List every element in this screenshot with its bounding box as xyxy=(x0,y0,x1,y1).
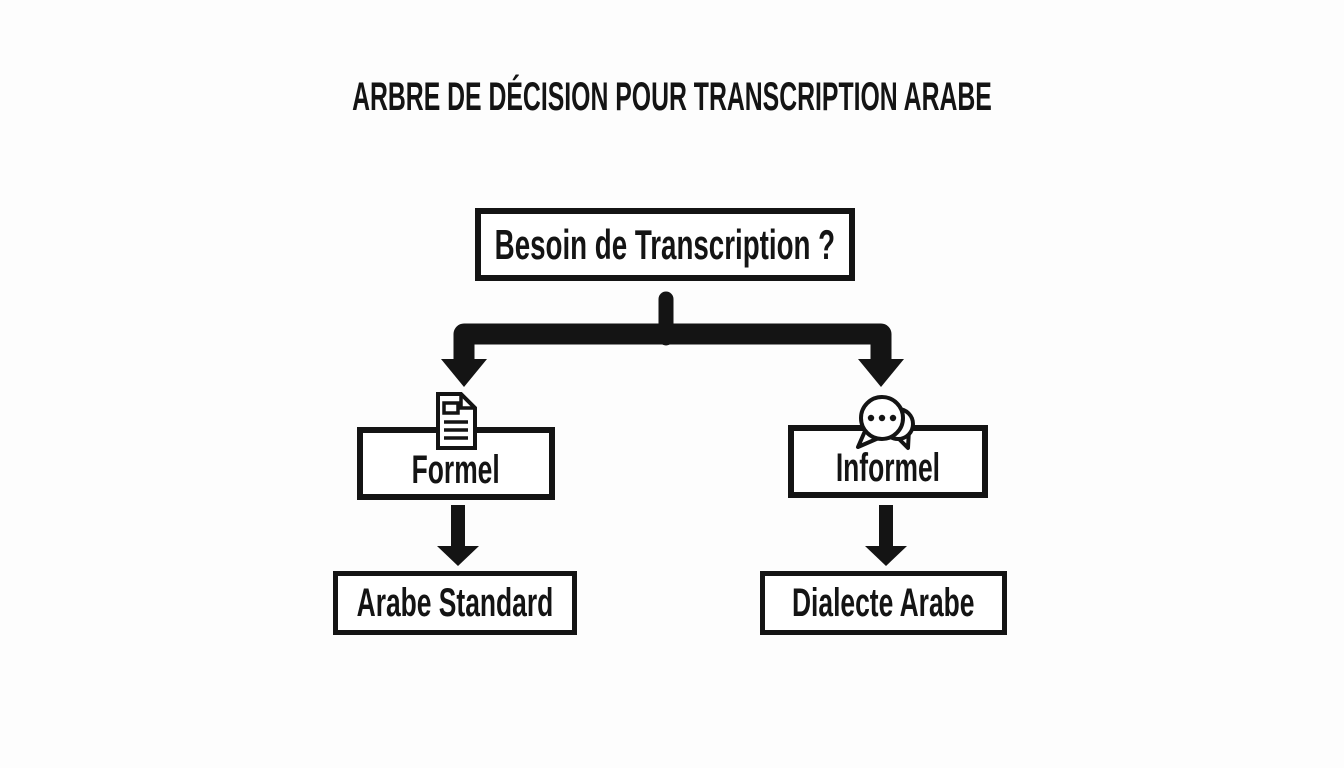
result-dialecte-arabe-label: Dialecte Arabe xyxy=(792,581,975,625)
document-icon xyxy=(436,392,477,450)
down-arrow-formel-icon xyxy=(437,505,479,566)
result-dialecte-arabe: Dialecte Arabe xyxy=(760,571,1007,635)
node-formel-label: Formel xyxy=(411,447,501,492)
result-arabe-standard: Arabe Standard xyxy=(333,571,577,635)
branch-connector-arrows xyxy=(441,291,904,387)
node-informel-label: Informel xyxy=(835,445,941,490)
root-question-label: Besoin de Transcription ? xyxy=(494,220,836,268)
page-title-text: ARBRE DE DÉCISION POUR TRANSCRIPTION ARA… xyxy=(352,75,992,119)
down-arrow-informel-icon xyxy=(865,505,907,566)
result-arabe-standard-label: Arabe Standard xyxy=(356,581,554,625)
page-title: ARBRE DE DÉCISION POUR TRANSCRIPTION ARA… xyxy=(0,74,1344,120)
chat-bubbles-icon xyxy=(856,395,915,450)
root-question-node: Besoin de Transcription ? xyxy=(475,208,855,281)
